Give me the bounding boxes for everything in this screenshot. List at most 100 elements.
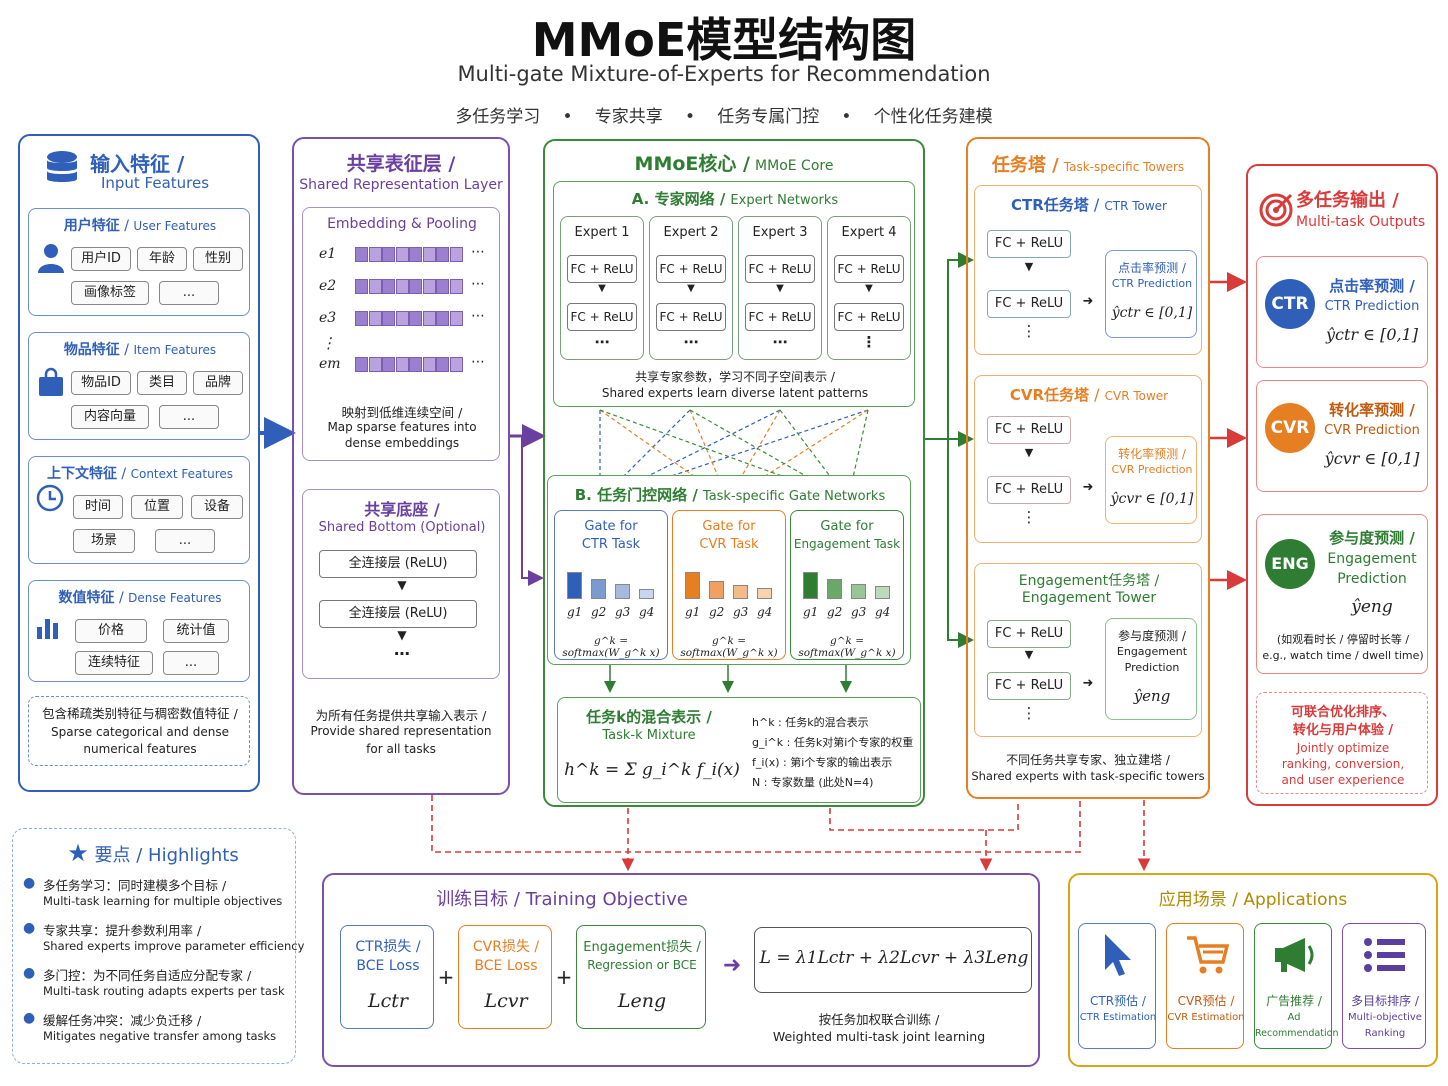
chip-user-id: 用户ID	[71, 247, 131, 271]
output-ctr-box: CTR 点击率预测 / CTR Prediction ŷctr ∈ [0,1]	[1256, 256, 1428, 368]
output-eng-en1: Engagement	[1327, 551, 1417, 567]
eng-loss-l2: Regression or BCE	[587, 958, 697, 972]
bullet: ●	[23, 875, 36, 891]
gate-weight-bar	[639, 589, 654, 599]
embed-note-en2: dense embeddings	[344, 436, 460, 450]
chip-continuous: 连续特征	[75, 651, 153, 675]
gates-box: B. 任务门控网络 / Task-specific Gate Networks …	[547, 475, 911, 665]
vdots: ⋮	[1021, 508, 1037, 526]
arrow-down: ▼	[687, 283, 695, 294]
training-note-cn: 按任务加权联合训练 /	[818, 1012, 940, 1027]
gate-weight-bar	[567, 572, 582, 599]
mixture-box: 任务k的混合表示 / Task-k Mixture h^k = Σ g_i^k …	[557, 697, 921, 803]
gate-weight-label: g2	[591, 605, 607, 619]
shared-bottom-title-en: Shared Bottom (Optional)	[318, 520, 486, 535]
ctr-pred-output: ŷctr ∈ [0,1]	[1111, 305, 1193, 321]
gate-formula: g^k = softmax(W_g^k x)	[798, 635, 896, 659]
eng-tower-title: Engagement任务塔 /	[1018, 573, 1160, 589]
clock-icon	[36, 484, 64, 512]
dense-features-box: 数值特征 / Dense Features 价格 统计值 连续特征 ...	[28, 580, 250, 682]
ctr-badge: CTR	[1265, 279, 1315, 329]
cvr-tower-title: CVR任务塔 / CVR Tower	[1009, 385, 1169, 404]
eng-badge: ENG	[1265, 539, 1315, 589]
highlight-item: ●多任务学习：同时建模多个目标 /Multi-task learning for…	[23, 875, 287, 917]
eng-loss-symbol: Leng	[617, 990, 667, 1012]
embedding-cell	[449, 279, 463, 294]
shared-fc-layer-1: 全连接层 (ReLU)	[319, 550, 477, 578]
gate-weight-bar	[615, 584, 630, 599]
embedding-label: e3	[319, 310, 337, 326]
chip-category: 类目	[137, 371, 187, 395]
gate-line2: Engagement Task	[793, 537, 901, 551]
embedding-cell	[449, 357, 463, 372]
cvr-loss-symbol: Lcvr	[484, 990, 528, 1012]
embedding-cell	[355, 311, 368, 326]
cursor-icon	[1105, 934, 1131, 976]
cart-icon	[1187, 936, 1229, 974]
gates-title: B. 任务门控网络 / Task-specific Gate Networks	[574, 486, 886, 504]
embedding-row: e2⋯	[315, 276, 495, 298]
app-ad-en2: Recommendation	[1255, 1028, 1339, 1039]
embedding-cell	[368, 247, 382, 262]
tag-item: 多任务学习	[455, 107, 541, 127]
highlights-title: ★ 要点 / Highlights	[67, 839, 239, 867]
embedding-cell	[409, 311, 422, 326]
core-title: MMoE核心 / MMoE Core	[634, 153, 834, 175]
experts-note-en: Shared experts learn diverse latent patt…	[601, 386, 869, 400]
eng-pred-en2: Prediction	[1124, 661, 1180, 674]
highlight-cn: 专家共享：提升参数利用率 /	[43, 923, 202, 938]
chip-brand: 品牌	[193, 371, 243, 395]
embedding-title: Embedding & Pooling	[327, 216, 477, 232]
gate-formula: g^k = softmax(W_g^k x)	[562, 635, 660, 659]
arrow-down: ▼	[1024, 446, 1034, 459]
ctr-pred-en: CTR Prediction	[1111, 277, 1193, 290]
arrow-down: ▼	[1024, 648, 1034, 661]
vdots: ⋮	[1021, 322, 1037, 340]
embedding-cell	[436, 279, 449, 294]
ellipsis: ⋯	[471, 244, 485, 260]
plus-sign: +	[555, 965, 573, 989]
shopping-bag-icon	[39, 367, 63, 396]
embedding-cell	[422, 279, 436, 294]
ctr-fc-1: FC + ReLU	[987, 230, 1071, 258]
embedding-cell	[409, 279, 422, 294]
eng-pred-box: 参与度预测 / Engagement Prediction ŷeng	[1105, 618, 1197, 720]
bullet: ●	[23, 965, 36, 981]
gate-line1: Gate for	[584, 519, 638, 534]
highlight-item: ●多门控：为不同任务自适应分配专家 /Multi-task routing ad…	[23, 965, 287, 1007]
megaphone-icon	[1275, 938, 1314, 972]
app-rank-en1: Multi-objective	[1348, 1012, 1422, 1023]
embedding-cell	[422, 357, 436, 372]
ellipsis: ⋯	[471, 308, 485, 324]
joint-optimize-box: 可联合优化排序、 转化与用户体验 / Jointly optimize rank…	[1256, 692, 1428, 794]
ctr-loss-symbol: Lctr	[368, 990, 408, 1012]
gate-weight-bar	[875, 586, 890, 599]
gate-weight-bar	[827, 579, 842, 599]
output-cvr-value: ŷcvr ∈ [0,1]	[1324, 449, 1420, 468]
context-features-title: 上下文特征 / Context Features	[46, 466, 234, 482]
gate-weight-bar	[591, 579, 606, 599]
ctr-loss-box: CTR损失 / BCE Loss Lctr	[340, 925, 434, 1029]
embed-note-en1: Map sparse features into	[327, 420, 477, 434]
embedding-cell	[382, 311, 395, 326]
shared-bottom-title: 共享底座 /	[364, 500, 440, 519]
chip-device: 设备	[191, 495, 243, 519]
chip-content-vector: 内容向量	[71, 405, 149, 429]
cvr-pred-en: CVR Prediction	[1111, 463, 1193, 476]
eng-pred-en1: Engagement	[1116, 645, 1188, 658]
cvr-fc-1: FC + ReLU	[987, 416, 1071, 444]
vdots: ⋮	[1021, 704, 1037, 722]
eng-loss-box: Engagement损失 / Regression or BCE Leng	[576, 925, 706, 1029]
embedding-cell	[395, 311, 409, 326]
expert-fc-2: FC + ReLU	[656, 303, 726, 331]
eng-pred-output: ŷeng	[1133, 687, 1171, 705]
ellipsis: ⋯	[594, 333, 610, 351]
app-ad-en1: Ad	[1287, 1012, 1301, 1023]
app-cvr-box: CVR预估 / CVR Estimation	[1166, 923, 1245, 1049]
ctr-tower-title: CTR任务塔 / CTR Tower	[1011, 195, 1167, 214]
bar-chart-icon	[37, 619, 58, 639]
